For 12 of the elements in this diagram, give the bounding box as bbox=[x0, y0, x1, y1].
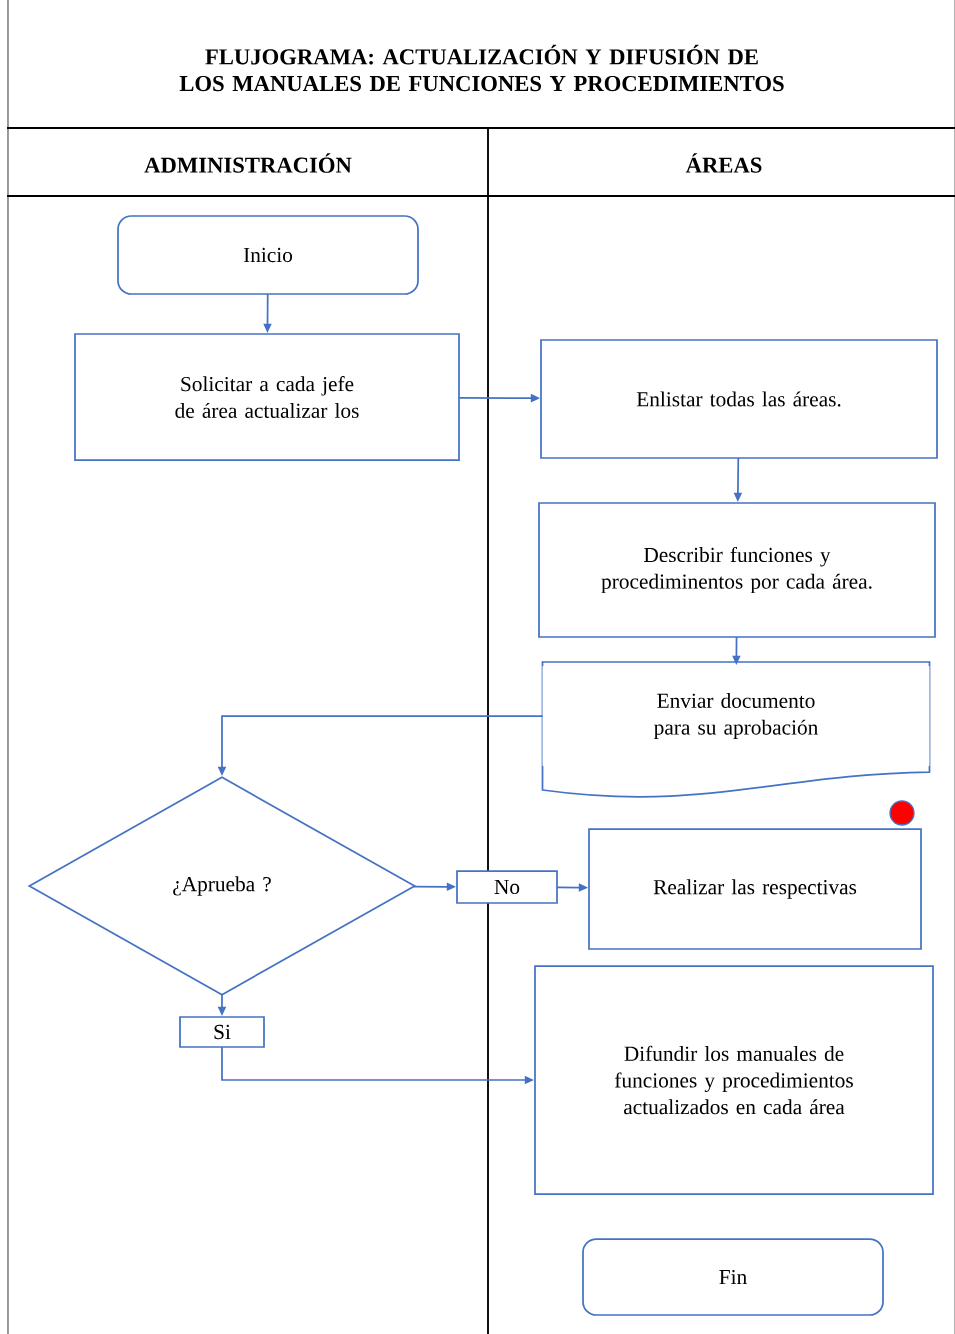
lane-header: ADMINISTRACIÓN bbox=[144, 153, 352, 173]
process-box: Solicitar a cada jefe de área actualizar los bbox=[74, 333, 460, 461]
process-box: Describir funciones y procediminentos por cada área. bbox=[538, 502, 936, 638]
lane-header: ÁREAS bbox=[685, 153, 762, 173]
start-terminal: Inicio bbox=[117, 215, 419, 295]
process-box: Enlistar todas las áreas. bbox=[540, 339, 938, 459]
end-terminal: Fin bbox=[582, 1238, 884, 1316]
answer-box: No bbox=[456, 870, 558, 904]
answer-box: Si bbox=[179, 1016, 265, 1048]
process-box: Difundir los manuales de funciones y procedimientos actualizados en cada área bbox=[534, 965, 934, 1195]
title: FLUJOGRAMA: ACTUALIZACIÓN Y DIFUSIÓN DE LOS MANUALES DE FUNCIONES Y PROCEDIMIENTOS bbox=[179, 44, 784, 92]
process-box: Realizar las respectivas bbox=[588, 828, 922, 950]
